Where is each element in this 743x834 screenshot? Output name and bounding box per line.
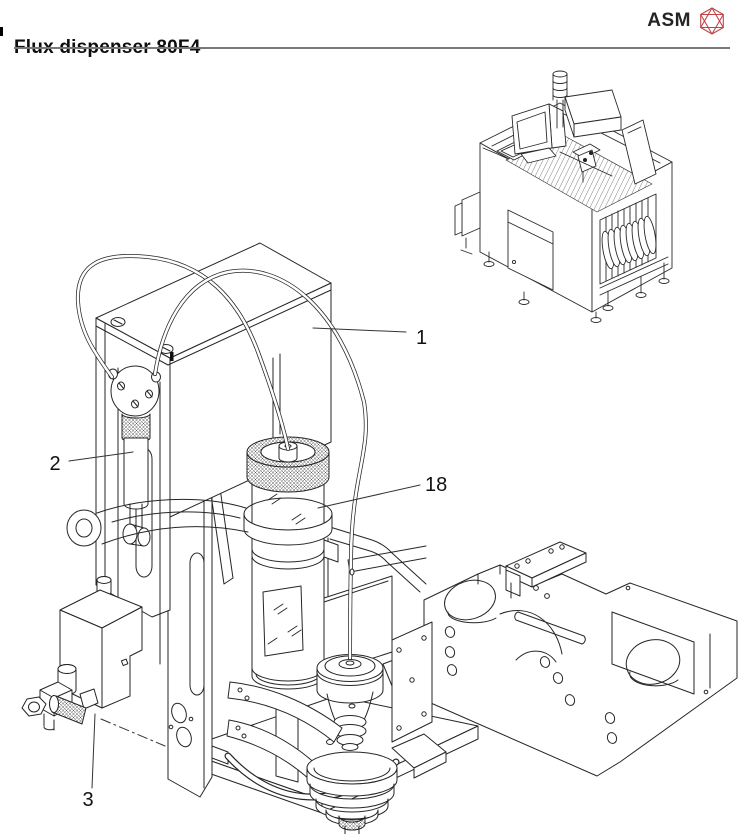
- mounting-plate: [391, 621, 433, 743]
- holder-arm: [96, 498, 249, 545]
- callout-18: 18: [425, 474, 447, 496]
- callout-2: 2: [49, 453, 60, 475]
- callout-leaders: [68, 327, 421, 789]
- brand-name: ASM: [647, 10, 691, 31]
- asm-hexagon-icon: [700, 7, 724, 35]
- nozzle-stack: [306, 751, 398, 834]
- hex-nut: [21, 696, 47, 717]
- scan-artifact: [0, 27, 3, 36]
- title-rule: [14, 47, 730, 49]
- flux-tubes: [75, 254, 368, 660]
- leader-2: [68, 451, 134, 462]
- callout-3: 3: [82, 789, 93, 811]
- callout-1: 1: [416, 327, 427, 349]
- mounting-frame: [329, 526, 738, 777]
- machine-overview-inset: [454, 70, 673, 323]
- callout-labels: 1 2 3 18: [49, 327, 447, 811]
- assembly-axis-line: [100, 718, 166, 747]
- flux-valve-block: [21, 576, 143, 731]
- leader-3: [91, 713, 96, 789]
- leader-18: [317, 484, 421, 509]
- leader-1: [312, 327, 407, 333]
- frame-holes: [444, 626, 618, 744]
- brand-logo: ASM: [647, 6, 727, 36]
- flux-container: [66, 436, 393, 690]
- clamp-arms: [226, 681, 343, 783]
- feeder-reels: [601, 215, 657, 270]
- nozzle-tube: [344, 825, 360, 834]
- housing-connector: [170, 352, 174, 361]
